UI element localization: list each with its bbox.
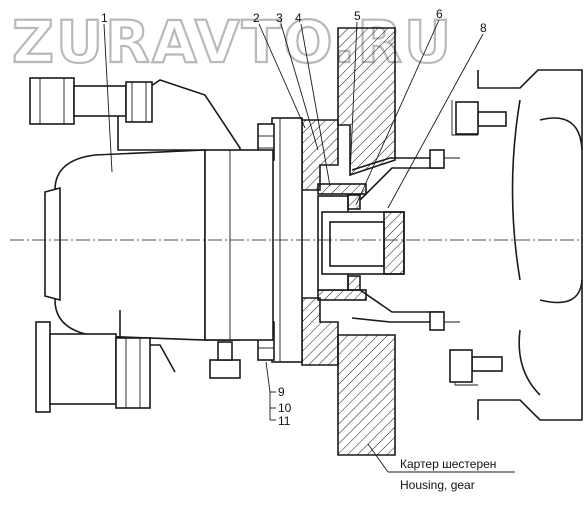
gear-housing: [451, 69, 583, 421]
callout-10: 10: [278, 401, 292, 415]
callout-4: 4: [295, 11, 302, 25]
callout-2: 2: [253, 11, 260, 25]
leader-lines-top: [103, 19, 484, 209]
callout-1: 1: [101, 11, 108, 25]
callout-9: 9: [278, 385, 285, 399]
spacer-flange-lower: [301, 297, 339, 366]
pump-body: [44, 79, 274, 373]
housing-stud-lower: [449, 349, 503, 383]
shaft-bushing: [321, 211, 405, 275]
caption-russian: Картер шестерен: [400, 457, 496, 471]
drive-gear-upper: [337, 27, 396, 177]
callout-5: 5: [354, 9, 361, 23]
callout-3: 3: [276, 11, 283, 25]
caption-leader: [367, 443, 515, 473]
upper-fitting: [29, 77, 153, 125]
leader-lines-bottom: [265, 361, 276, 421]
caption-english: Housing, gear: [400, 478, 475, 492]
callout-8: 8: [480, 21, 487, 35]
housing-stud-upper: [455, 101, 507, 135]
drive-gear-lower: [337, 334, 396, 456]
lower-fitting: [35, 321, 241, 413]
callout-6: 6: [436, 7, 443, 21]
callout-11: 11: [278, 414, 291, 428]
